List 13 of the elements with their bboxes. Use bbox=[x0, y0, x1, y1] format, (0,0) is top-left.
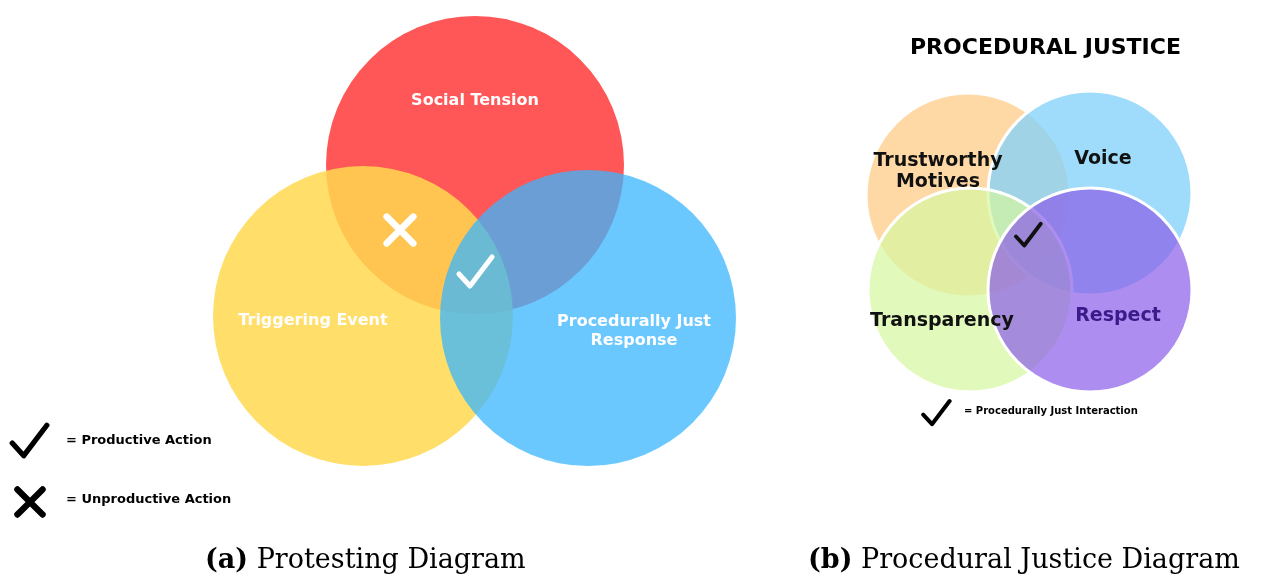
circle-label: Transparency bbox=[869, 308, 1015, 331]
diagram-title: PROCEDURAL JUSTICE bbox=[910, 34, 1181, 59]
legend-text: = Procedurally Just Interaction bbox=[964, 405, 1138, 416]
circle-label: Voice bbox=[1073, 146, 1133, 169]
legend-text: = Productive Action bbox=[66, 432, 212, 447]
circle-label: Triggering Event bbox=[237, 311, 389, 330]
circle-label: Social Tension bbox=[410, 91, 540, 110]
circle-label: Trustworthy Motives bbox=[872, 148, 1004, 193]
legend-text: = Unproductive Action bbox=[66, 491, 232, 506]
circle-label: Procedurally Just Response bbox=[556, 312, 712, 350]
figure-caption: (a) Protesting Diagram bbox=[205, 543, 526, 574]
figure-caption: (b) Procedural Justice Diagram bbox=[808, 543, 1240, 574]
circle-label: Respect bbox=[1074, 303, 1162, 326]
